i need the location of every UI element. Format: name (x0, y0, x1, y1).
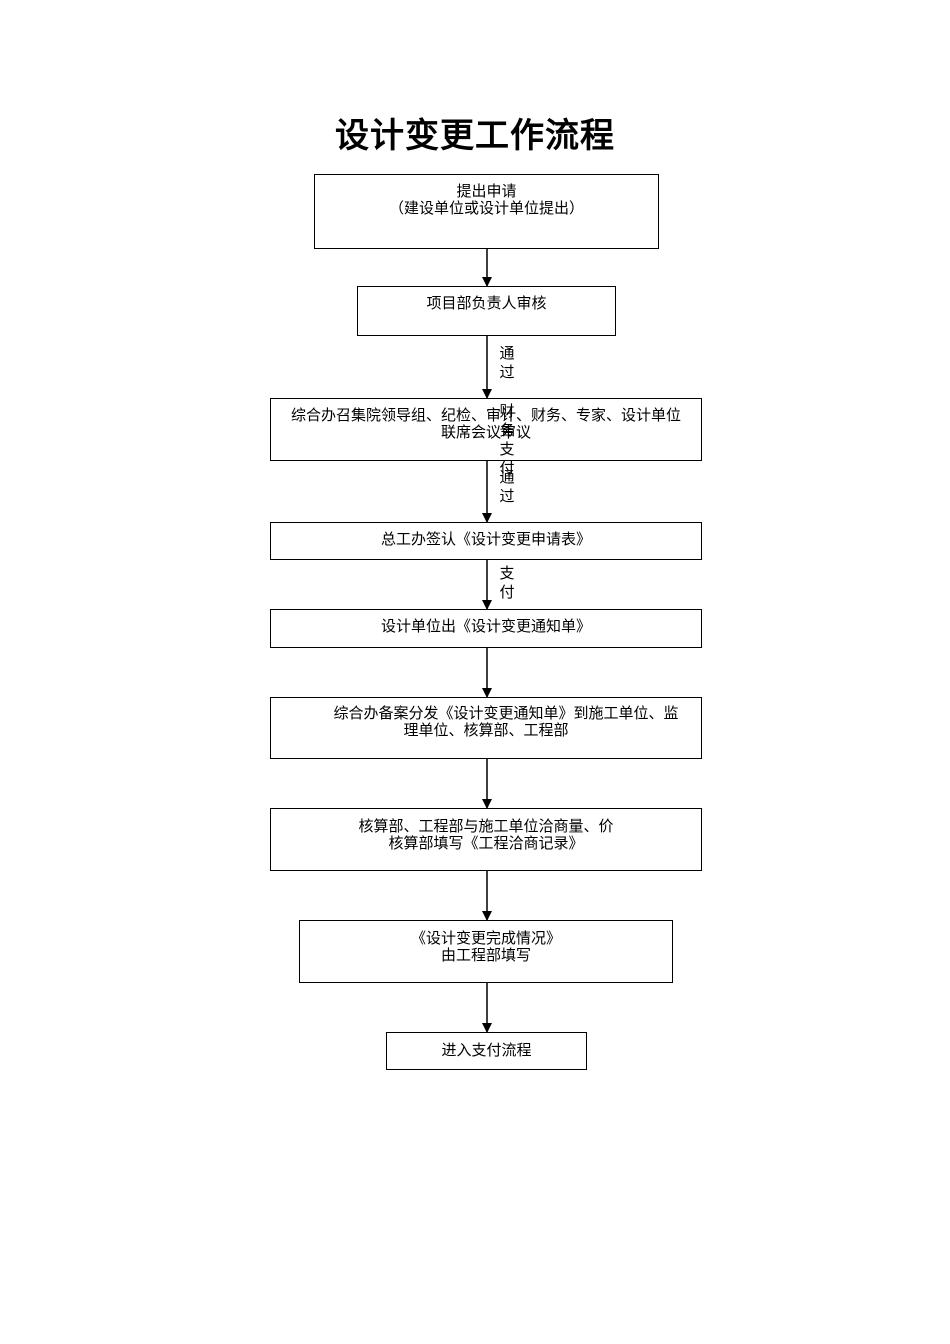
step-4-line-1: 总工办签认《设计变更申请表》 (380, 530, 591, 548)
step-joint-meeting: 综合办召集院领导组、纪检、审计、财务、专家、设计单位 联席会议审议 (270, 398, 702, 461)
step-7-line-2: 核算部填写《工程洽商记录》 (388, 834, 584, 852)
step-1-line-1: 提出申请 (456, 182, 517, 200)
edge-label-char: 付 (499, 459, 515, 477)
step-1-line-2: （建设单位或设计单位提出） (388, 199, 584, 217)
edge-label-char: 务 (499, 421, 515, 439)
edge-label-char: 支 (499, 440, 515, 458)
edge-label-char: 通 (499, 344, 515, 362)
step-2-line-1: 项目部负责人审核 (426, 294, 547, 312)
step-submit-application: 提出申请 （建设单位或设计单位提出） (314, 174, 659, 249)
edge-label-char: 过 (499, 487, 515, 505)
edge-label-pass-2: 通 过 (498, 468, 516, 506)
step-3-line-1: 综合办召集院领导组、纪检、审计、财务、专家、设计单位 (290, 406, 681, 424)
edge-label-payment: 支 付 (498, 564, 516, 602)
step-design-notice: 设计单位出《设计变更通知单》 (270, 609, 702, 648)
step-chief-engineer-sign: 总工办签认《设计变更申请表》 (270, 522, 702, 560)
step-enter-payment: 进入支付流程 (386, 1032, 587, 1070)
step-negotiation: 核算部、工程部与施工单位洽商量、价 核算部填写《工程洽商记录》 (270, 808, 702, 871)
step-archive-distribute: 综合办备案分发《设计变更通知单》到施工单位、监 理单位、核算部、工程部 (270, 697, 702, 759)
step-9-line-1: 进入支付流程 (441, 1041, 532, 1059)
edge-label-char: 付 (499, 583, 515, 601)
step-8-line-1: 《设计变更完成情况》 (410, 929, 561, 947)
edge-label-char: 通 (499, 468, 515, 486)
step-project-review: 项目部负责人审核 (357, 286, 616, 336)
edge-label-char: 过 (499, 363, 515, 381)
edge-label-char: 财 (499, 402, 515, 420)
edge-label-pass-1: 通 过 (498, 344, 516, 382)
step-7-line-1: 核算部、工程部与施工单位洽商量、价 (358, 817, 614, 835)
step-6-line-1: 综合办备案分发《设计变更通知单》到施工单位、监 (333, 704, 679, 722)
step-completion-status: 《设计变更完成情况》 由工程部填写 (299, 920, 673, 983)
page-title: 设计变更工作流程 (335, 116, 615, 156)
step-5-line-1: 设计单位出《设计变更通知单》 (380, 617, 591, 635)
edge-label-char: 支 (499, 564, 515, 582)
step-3-line-2: 联席会议审议 (440, 423, 531, 441)
step-6-line-2: 理单位、核算部、工程部 (403, 721, 569, 739)
step-8-line-2: 由工程部填写 (440, 946, 531, 964)
edge-label-finance-payment: 财 务 支 付 (498, 402, 516, 478)
